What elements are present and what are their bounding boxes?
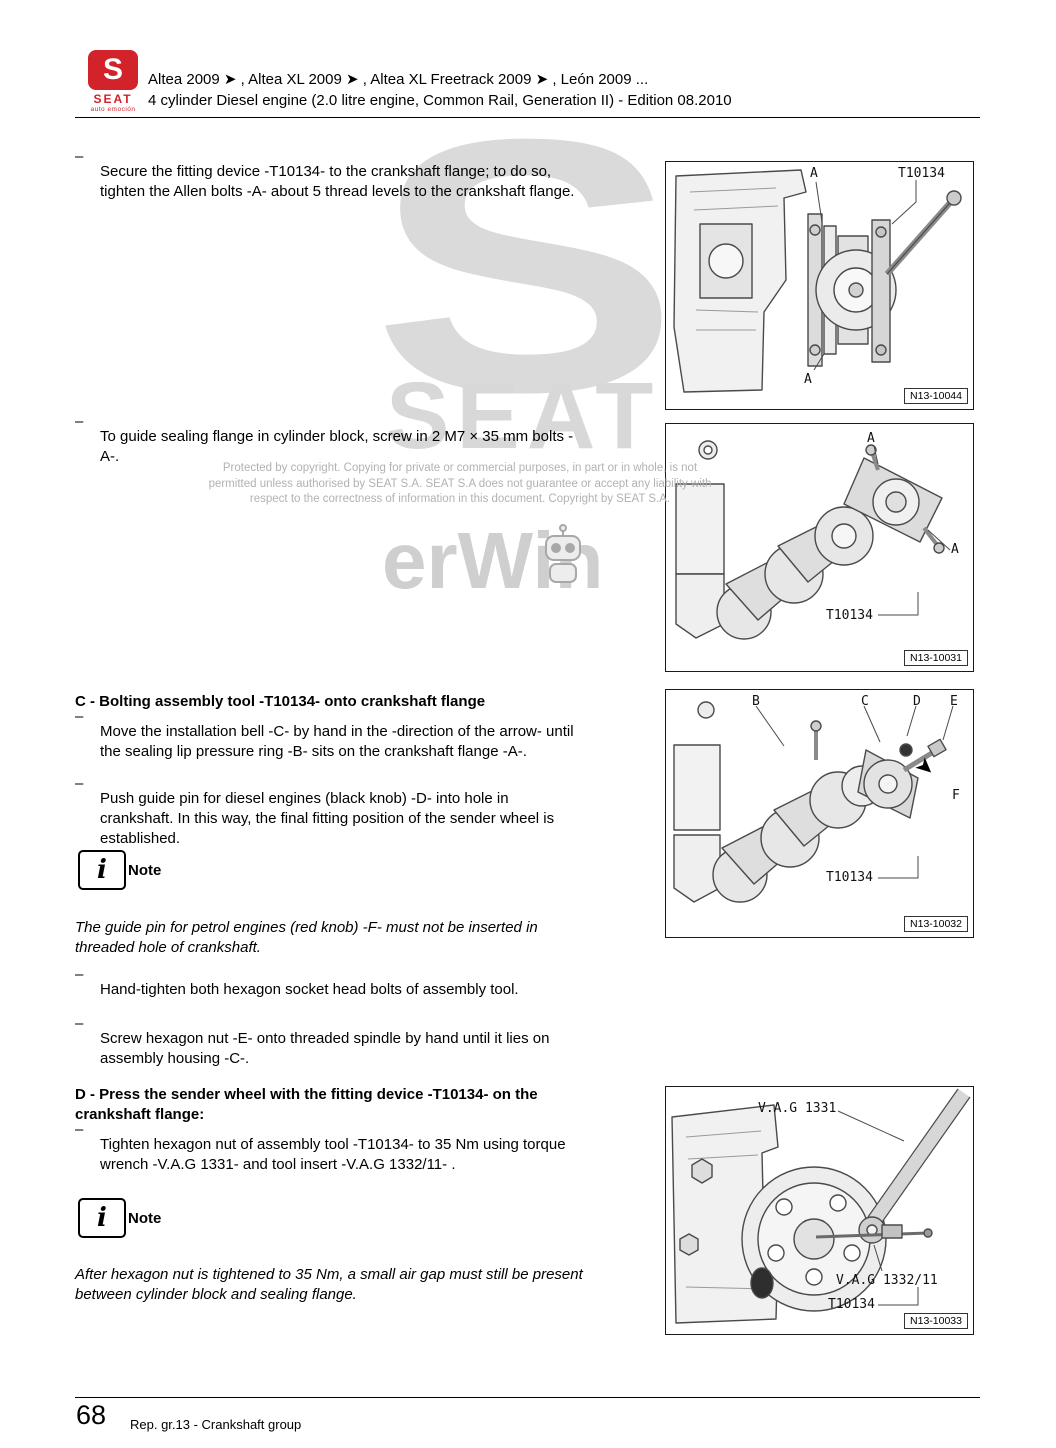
seat-logo: S SEAT auto emoción: [84, 50, 142, 113]
figure-number-tag: N13-10032: [904, 916, 968, 932]
header-rule: [75, 117, 980, 118]
header-models-line: Altea 2009 ➤ , Altea XL 2009 ➤ , Altea X…: [148, 71, 649, 88]
repair-group-label: Rep. gr.13 - Crankshaft group: [130, 1417, 302, 1432]
callout-a: A: [867, 431, 875, 446]
step-text: Secure the fitting device -T10134- to th…: [100, 163, 575, 200]
seat-logo-letter: S: [102, 53, 123, 86]
assembly-tool-drawing: [673, 701, 954, 903]
callout-tool-t10134: T10134: [898, 166, 945, 181]
footer-rule: [75, 1397, 980, 1398]
step-text: Move the installation bell -C- by hand i…: [100, 723, 574, 760]
list-dash: –: [75, 966, 84, 983]
list-dash: –: [75, 413, 84, 430]
note-icon: i: [78, 850, 126, 890]
callout-c: C: [861, 694, 869, 709]
figure-n13-10032: B C D E ➤ F T10134 N13-10032: [665, 689, 974, 938]
list-dash: –: [75, 708, 84, 725]
seat-logo-tagline: auto emoción: [90, 106, 136, 113]
note-label: Note: [128, 1210, 162, 1227]
callout-b: B: [752, 694, 760, 709]
erwin-watermark: erWin: [382, 516, 604, 605]
figure-number-tag: N13-10031: [904, 650, 968, 666]
figure-n13-10031: A A T10134 N13-10031: [665, 423, 974, 672]
callout-tool-t10134: T10134: [826, 870, 873, 885]
list-dash: –: [75, 148, 84, 165]
figure-n13-10033: V.A.G 1331 V.A.G 1332/11 T10134 N13-1003…: [665, 1086, 974, 1335]
figure-number-tag: N13-10044: [904, 388, 968, 404]
seat-s-watermark: S: [372, 65, 680, 467]
callout-d: D: [913, 694, 921, 709]
step-text: To guide sealing flange in cylinder bloc…: [100, 428, 574, 465]
torque-wrench-drawing: [671, 1088, 971, 1324]
section-c-heading: C - Bolting assembly tool -T10134- onto …: [75, 693, 486, 710]
page-number: 68: [76, 1400, 107, 1430]
seat-logo-icon: S: [88, 50, 138, 90]
callout-f: F: [952, 788, 960, 803]
step-text: Hand-tighten both hexagon socket head bo…: [100, 981, 519, 998]
note-text-d: After hexagon nut is tightened to 35 Nm,…: [75, 1266, 583, 1303]
instruction-step-1: – Secure the fitting device -T10134- to …: [75, 147, 580, 217]
callout-vag-1332-11: V.A.G 1332/11: [836, 1273, 938, 1288]
list-dash: –: [75, 1121, 84, 1138]
engine-fitting-device-drawing: [673, 169, 962, 393]
callout-a: A: [804, 372, 812, 387]
figure-number-tag: N13-10033: [904, 1313, 968, 1329]
instruction-step-c4: – Screw hexagon nut -E- onto threaded sp…: [75, 1014, 580, 1084]
instruction-step-2: – To guide sealing flange in cylinder bl…: [75, 412, 580, 482]
instruction-step-d1: – Tighten hexagon nut of assembly tool -…: [75, 1120, 580, 1190]
seat-logo-name: SEAT: [93, 92, 133, 106]
erwin-robot-icon: [545, 524, 581, 583]
list-dash: –: [75, 1015, 84, 1032]
header-subtitle: 4 cylinder Diesel engine (2.0 litre engi…: [148, 92, 732, 109]
step-text: Screw hexagon nut -E- onto threaded spin…: [100, 1030, 550, 1067]
step-text: Tighten hexagon nut of assembly tool -T1…: [100, 1136, 566, 1173]
list-dash: –: [75, 775, 84, 792]
step-text: Push guide pin for diesel engines (black…: [100, 790, 555, 847]
section-d-heading: D - Press the sender wheel with the fitt…: [75, 1086, 538, 1123]
callout-a: A: [951, 542, 959, 557]
note-icon: i: [78, 1198, 126, 1238]
callout-tool-t10134: T10134: [826, 608, 873, 623]
callout-vag-1331: V.A.G 1331: [758, 1101, 837, 1116]
info-icon: i: [97, 1203, 107, 1233]
note-label: Note: [128, 862, 162, 879]
callout-tool-t10134: T10134: [828, 1297, 875, 1312]
callout-a: A: [810, 166, 818, 181]
crankshaft-sealing-flange-drawing: [675, 440, 951, 640]
instruction-step-c2: – Push guide pin for diesel engines (bla…: [75, 774, 580, 864]
instruction-step-c1: – Move the installation bell -C- by hand…: [75, 707, 580, 777]
figure-n13-10044: A T10134 A N13-10044: [665, 161, 974, 410]
callout-e: E: [950, 694, 958, 709]
note-text-c: The guide pin for petrol engines (red kn…: [75, 919, 538, 956]
info-icon: i: [97, 855, 107, 885]
instruction-step-c3: – Hand-tighten both hexagon socket head …: [75, 965, 580, 1015]
